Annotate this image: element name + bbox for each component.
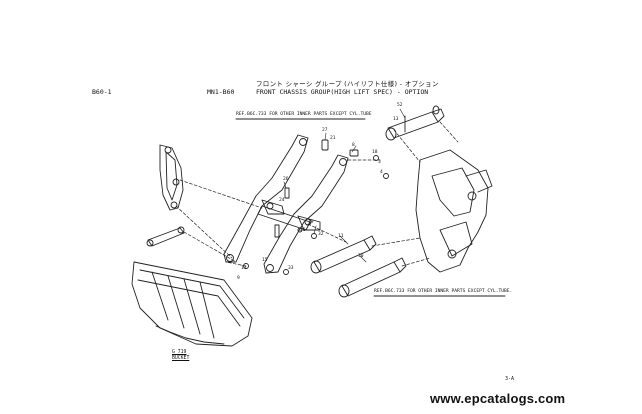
callout-label: 33 [288, 266, 294, 271]
callout-label: 27 [322, 128, 328, 133]
callout-label: 20 [300, 228, 306, 233]
tilt-link-rod [146, 226, 185, 247]
page-title-japanese: フロント シャーシ グループ (ハイリフト仕様) - オプション [256, 80, 439, 88]
lift-cylinder-middle [310, 235, 377, 274]
callout-label: 8 [352, 143, 355, 148]
page-code: B60-1 [92, 88, 112, 96]
front-frame [415, 149, 493, 273]
bucket-label: G 719 BUCKET [172, 350, 189, 361]
callout-label: 21 [330, 136, 336, 141]
callout-label: 18 [372, 150, 378, 155]
callout-label: 30 [358, 254, 364, 259]
reference-note-lower: REF.B6C.733 FOR OTHER INNER PARTS EXCEPT… [374, 289, 513, 294]
callout-label: 3 [378, 160, 381, 165]
callout-label: 13 [393, 117, 399, 122]
callout-label: 11 [338, 234, 344, 239]
bucket-label-code: G 719 [172, 350, 187, 355]
lift-cylinder-lower [338, 257, 407, 298]
callout-label: 32 [318, 232, 324, 237]
leader-lines [175, 121, 459, 267]
cross-tube [257, 205, 311, 231]
lift-arm-left [223, 134, 309, 263]
reference-note-upper: REF.B6C.733 FOR OTHER INNER PARTS EXCEPT… [236, 112, 372, 117]
page-corner-code: 3-A [505, 376, 515, 382]
page-title: FRONT CHASSIS GROUP(HIGH LIFT SPEC) - OP… [256, 88, 429, 96]
bucket-label-name: BUCKET [172, 355, 190, 361]
callout-label: 4 [380, 170, 383, 175]
bucket [131, 261, 253, 347]
bell-crank-link [159, 144, 184, 211]
pin-set [243, 139, 389, 275]
model-code: MN1-B60 [207, 88, 235, 96]
upper-lift-cylinder [385, 105, 445, 141]
callout-label: 19 [308, 220, 314, 225]
callout-label: 52 [397, 103, 403, 108]
callout-label: 24 [279, 198, 285, 203]
callout-label: 15 [262, 258, 268, 263]
watermark: www.epcatalogs.com [430, 391, 566, 406]
callout-leaders [283, 108, 406, 263]
callout-label: 9 [237, 276, 240, 281]
callout-label: 26 [283, 177, 289, 182]
callout-label: 14 [241, 266, 247, 271]
